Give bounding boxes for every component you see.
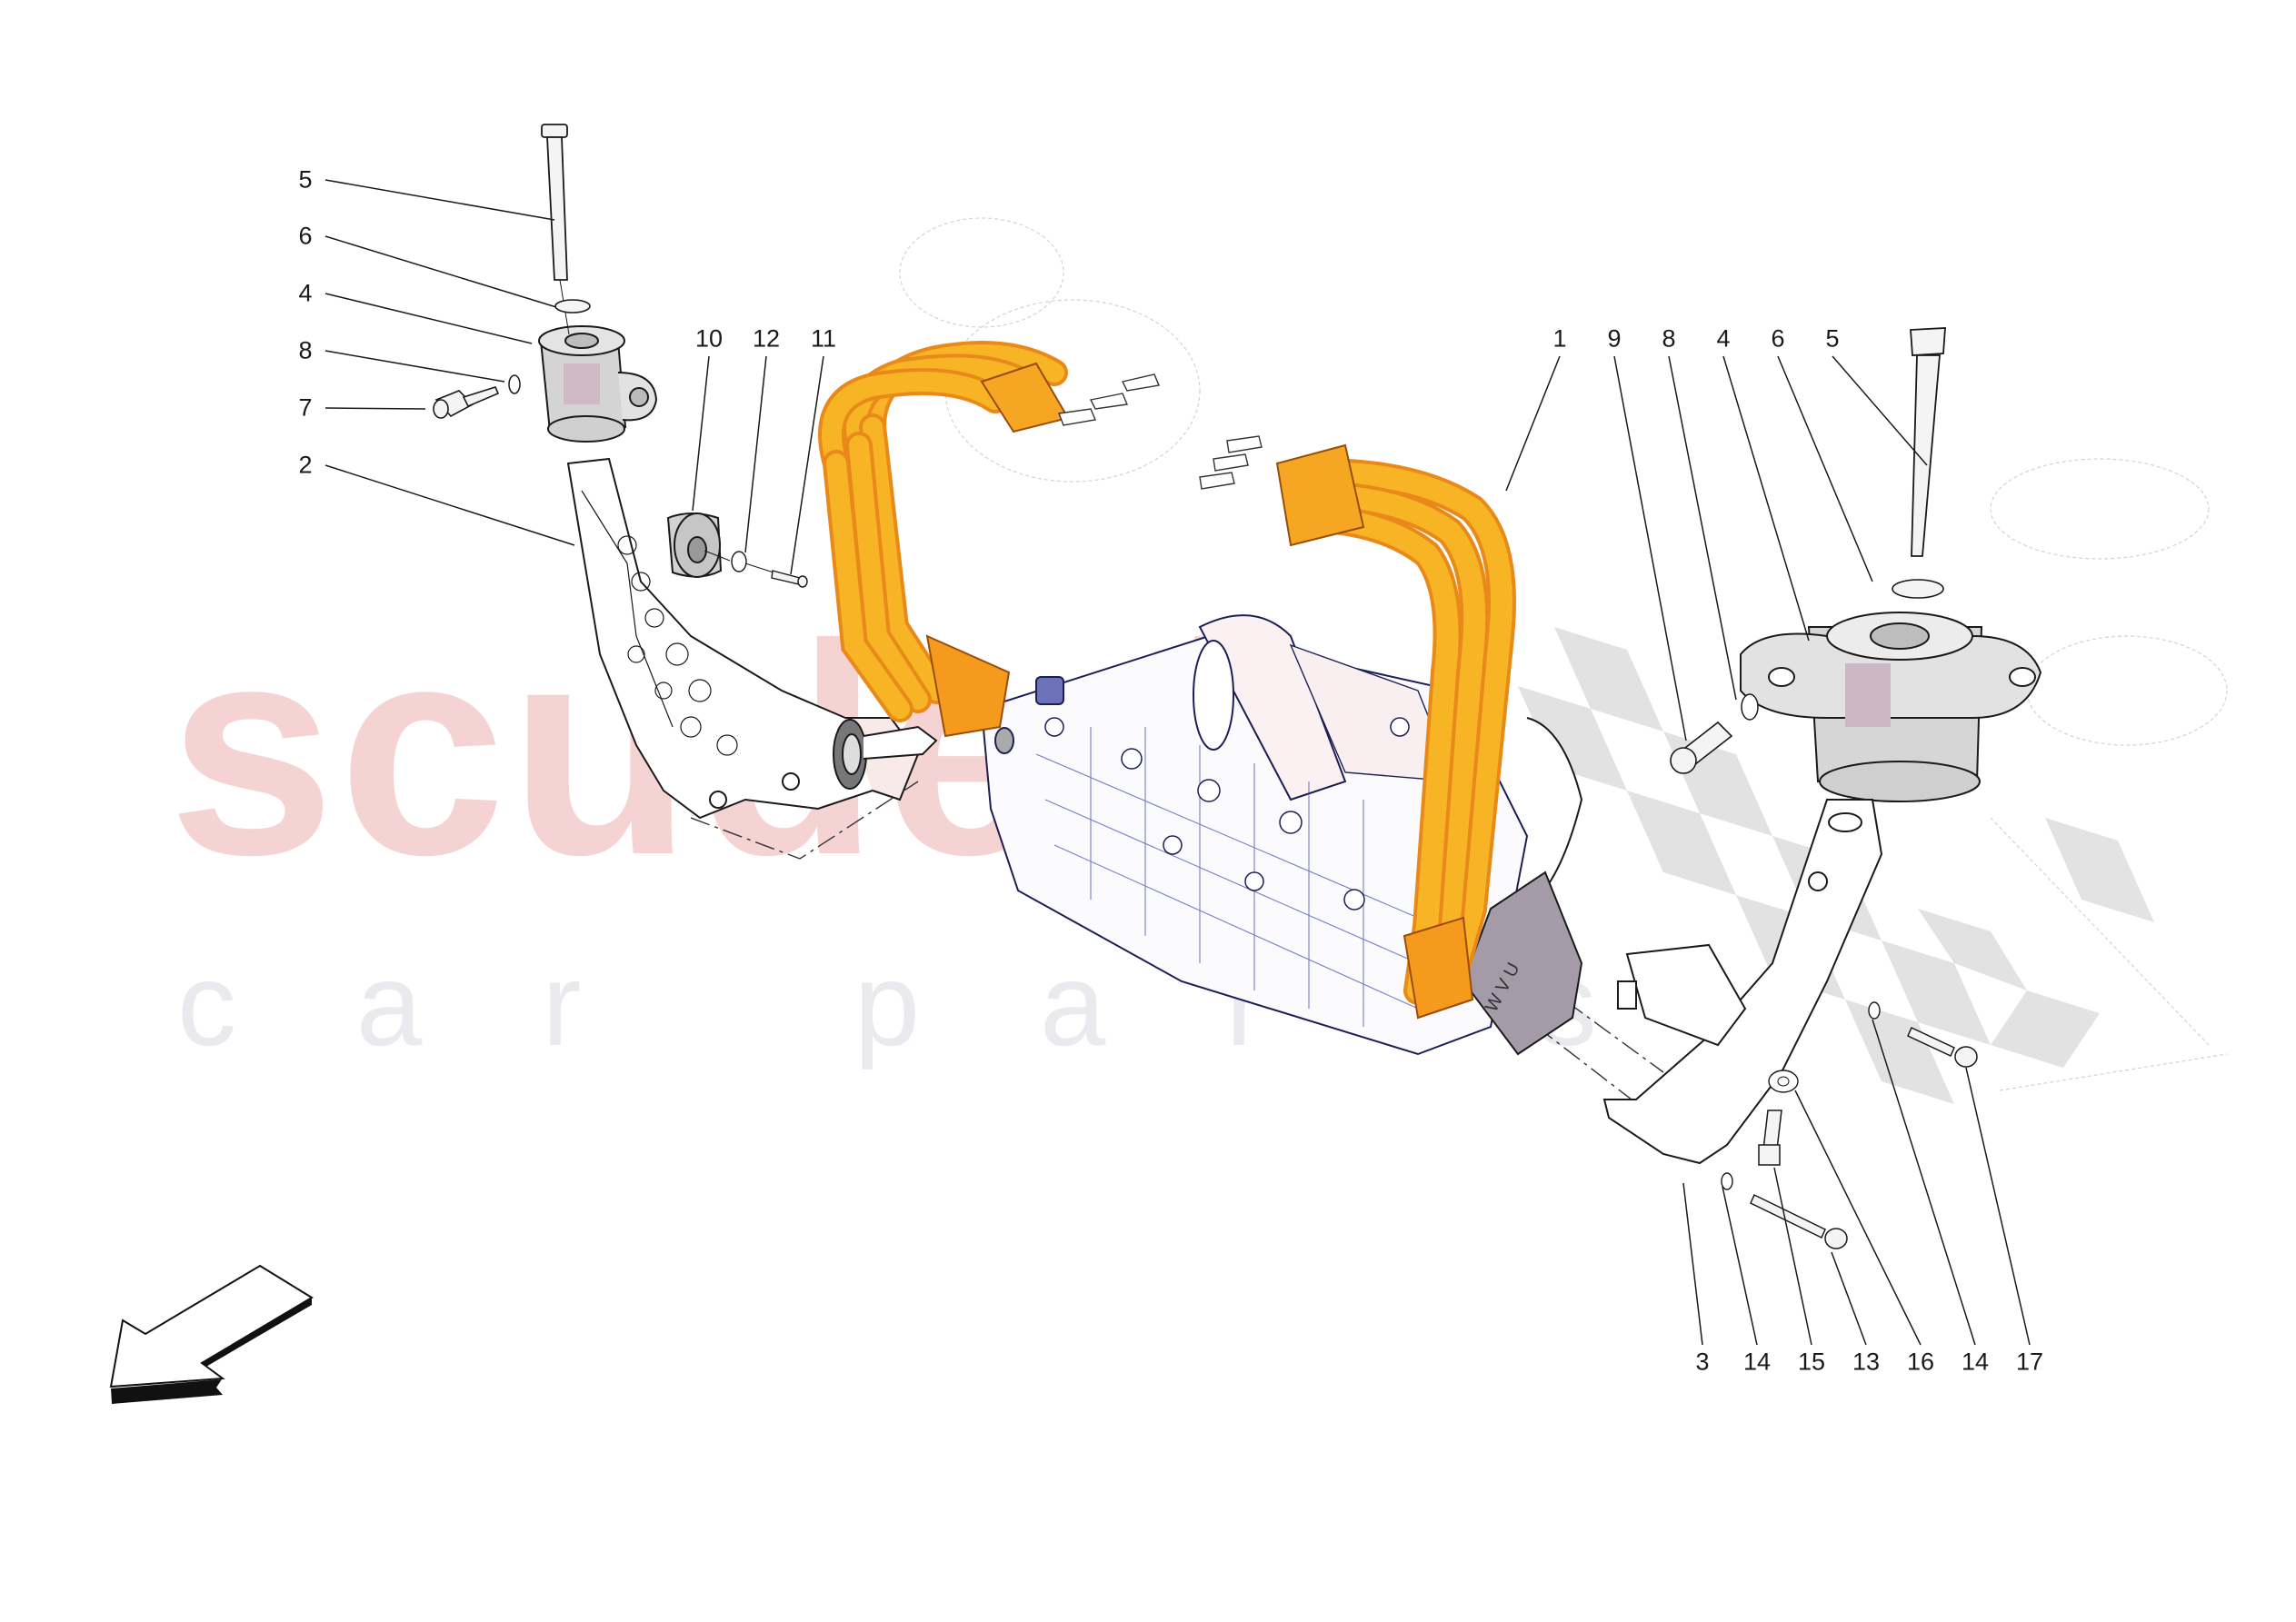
left-cap-screw[interactable] — [433, 386, 500, 419]
part-callout-7[interactable]: 7 — [298, 393, 313, 422]
part-callout-5r[interactable]: 5 — [1825, 324, 1840, 353]
leader-lines — [324, 179, 2031, 1346]
part-callout-2[interactable]: 2 — [298, 451, 313, 479]
part-callout-9[interactable]: 9 — [1607, 324, 1622, 353]
left-mount-bracket[interactable] — [566, 457, 938, 820]
right-long-bolt[interactable] — [1910, 327, 1946, 557]
part-callout-6r[interactable]: 6 — [1771, 324, 1785, 353]
rubber-damper[interactable] — [666, 512, 731, 578]
damper-washer[interactable] — [731, 551, 747, 572]
hv-cable-harness-right[interactable] — [1285, 458, 1516, 1005]
right-mount-bushing[interactable] — [1740, 612, 2042, 802]
bracket-washer-14a[interactable] — [1721, 1172, 1733, 1190]
gearbox-housing[interactable] — [980, 614, 1583, 1056]
left-long-bolt[interactable] — [541, 124, 570, 335]
part-callout-13[interactable]: 13 — [1852, 1348, 1881, 1376]
part-callout-4r[interactable]: 4 — [1716, 324, 1731, 353]
right-washer[interactable] — [1892, 579, 1944, 599]
right-mount-bracket[interactable] — [1602, 799, 1883, 1165]
part-callout-8r[interactable]: 8 — [1662, 324, 1676, 353]
hv-cable-connector-left[interactable] — [925, 362, 1160, 738]
bracket-screw-15[interactable] — [1758, 1110, 1782, 1166]
part-callout-11[interactable]: 11 — [810, 324, 837, 353]
hv-cable-connector-right[interactable] — [1199, 435, 1474, 1020]
part-callout-6[interactable]: 6 — [298, 222, 313, 250]
bracket-washer-14b[interactable] — [1868, 1001, 1881, 1020]
right-small-washer[interactable] — [1741, 693, 1759, 721]
inverter-cover[interactable]: W V U — [1462, 871, 1583, 1056]
bracket-screw-17[interactable] — [1907, 1026, 1978, 1068]
bracket-washer-16[interactable] — [1768, 1070, 1799, 1093]
left-washer[interactable] — [554, 299, 591, 313]
hv-cable-harness-left[interactable] — [818, 341, 1068, 722]
part-callout-16[interactable]: 16 — [1906, 1348, 1935, 1376]
left-small-washer[interactable] — [508, 374, 521, 394]
part-callout-4[interactable]: 4 — [298, 279, 313, 307]
part-callout-12[interactable]: 12 — [752, 324, 781, 353]
bracket-screw-13[interactable] — [1750, 1193, 1848, 1249]
right-screw-9[interactable] — [1670, 721, 1733, 774]
damper-screw[interactable] — [744, 562, 808, 588]
part-callout-14b[interactable]: 14 — [1961, 1348, 1990, 1376]
part-callout-17[interactable]: 17 — [2015, 1348, 2044, 1376]
part-callout-8[interactable]: 8 — [298, 336, 313, 364]
part-callout-5[interactable]: 5 — [298, 165, 313, 194]
part-callout-10[interactable]: 10 — [694, 324, 724, 353]
part-callout-1[interactable]: 1 — [1552, 324, 1567, 353]
part-callout-15[interactable]: 15 — [1797, 1348, 1826, 1376]
part-callout-3[interactable]: 3 — [1695, 1348, 1710, 1376]
part-callout-14a[interactable]: 14 — [1742, 1348, 1772, 1376]
left-mount-bushing[interactable] — [538, 325, 658, 443]
arrow-down-left-icon — [109, 1264, 314, 1404]
